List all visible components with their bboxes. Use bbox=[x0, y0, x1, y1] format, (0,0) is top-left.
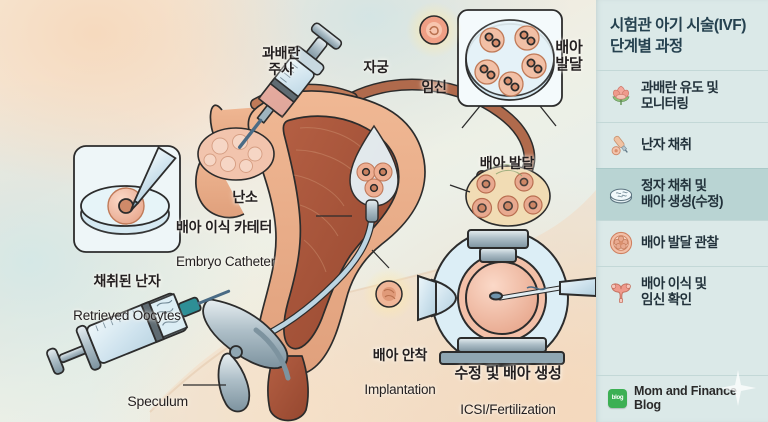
embryo-icon bbox=[609, 232, 633, 255]
sidebar-title: 시험관 아기 시술(IVF) 단계별 과정 bbox=[610, 17, 746, 55]
label-implantation: 배아 안착 Implantation bbox=[364, 346, 436, 398]
sidebar-item-embryo-monitoring[interactable]: 배아 발달 관찰 bbox=[596, 219, 768, 266]
label-embryo-development-inset: 배아 발달 bbox=[555, 38, 583, 73]
uterus-icon bbox=[611, 283, 631, 304]
sidebar-step-list: 과배란 유도 및 모니터링 난자 채취 bbox=[596, 69, 768, 375]
label-uterus: 자궁 bbox=[363, 58, 389, 75]
label-embryo-development-ovary: 배아 발달 bbox=[479, 154, 535, 171]
anatomy-illustration bbox=[46, 2, 596, 422]
label-ovulation-injection: 과배란 주사 bbox=[261, 44, 301, 77]
blog-footer[interactable]: blog Mom and Finance Blog bbox=[596, 370, 768, 422]
left-ovary bbox=[197, 127, 275, 181]
label-ovary: 난소 bbox=[232, 188, 258, 205]
ovulation-injection-syringe bbox=[237, 22, 343, 149]
label-fertilization: 수정 및 배아 생성 ICSI/Fertilization bbox=[454, 364, 562, 417]
leader-lines bbox=[183, 184, 471, 386]
pregnancy-icon-illustration bbox=[406, 2, 462, 58]
right-ovary bbox=[465, 163, 551, 227]
implantation-illustration bbox=[363, 249, 415, 320]
sidebar-item-oocyte-retrieval[interactable]: 난자 채취 bbox=[596, 121, 768, 168]
sidebar-item-ovarian-stimulation[interactable]: 과배란 유도 및 모니터링 bbox=[596, 69, 768, 122]
sidebar-item-sperm-collection-fertilization[interactable]: 정자 채취 및 배아 생성(수정) bbox=[596, 167, 768, 220]
sidebar-item-label: 정자 채취 및 배아 생성(수정) bbox=[641, 177, 723, 210]
flower-icon bbox=[612, 86, 630, 106]
sidebar-item-label: 배아 이식 및 임신 확인 bbox=[641, 275, 707, 308]
sidebar-item-label: 과배란 유도 및 모니터링 bbox=[641, 79, 719, 112]
embryo-development-inset bbox=[457, 9, 563, 129]
steps-sidebar: 시험관 아기 시술(IVF) 단계별 과정 과배란 유도 및 모니터링 bbox=[596, 0, 768, 422]
illustration-panel: 과배란 주사 자궁 임신 배아 발달 배아 발달 난소 채취된 난자 Retri… bbox=[0, 0, 596, 422]
label-speculum: Speculum bbox=[127, 392, 188, 409]
label-embryo-catheter: 배아 이식 카테터 Embryo Catheter bbox=[176, 218, 276, 270]
blog-badge-icon: blog bbox=[608, 388, 627, 408]
petri-dish-icon bbox=[609, 188, 633, 204]
icsi-fertilization-circle bbox=[417, 229, 596, 367]
sidebar-item-label: 배아 발달 관찰 bbox=[641, 234, 719, 250]
label-pregnancy: 임신 bbox=[421, 78, 447, 95]
speculum bbox=[202, 298, 291, 413]
needle-icon bbox=[611, 136, 628, 156]
embryo-catheter-tube bbox=[240, 199, 379, 348]
label-retrieved-oocytes: 채취된 난자 Retrieved Oocytes bbox=[73, 272, 181, 324]
sperm-syringe bbox=[46, 289, 231, 375]
blog-name: Mom and Finance Blog bbox=[634, 384, 737, 412]
sidebar-item-label: 난자 채취 bbox=[641, 137, 692, 153]
embryo-droplet bbox=[349, 124, 399, 207]
retrieved-oocytes-inset bbox=[73, 145, 181, 253]
sidebar-item-embryo-transfer-pregnancy[interactable]: 배아 이식 및 임신 확인 bbox=[596, 265, 768, 318]
